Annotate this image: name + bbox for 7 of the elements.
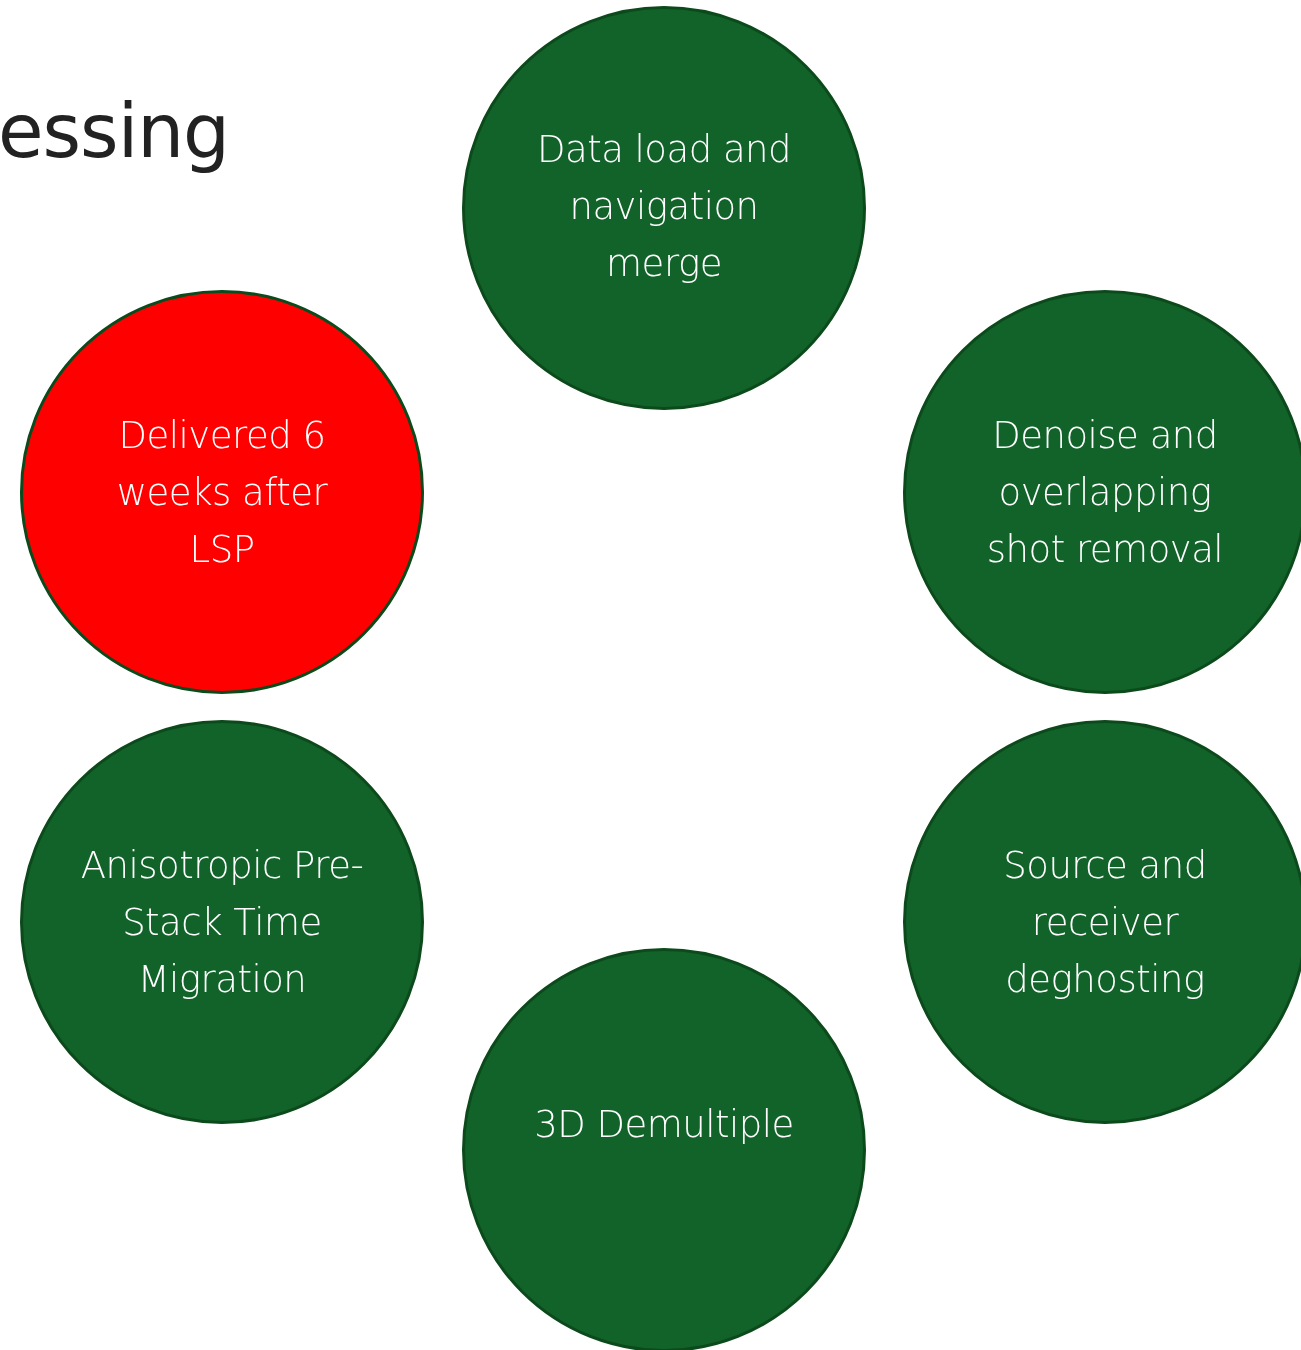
step-label: Delivered 6 weeks after LSP xyxy=(115,412,329,573)
step-label: Anisotropic Pre-Stack Time Migration xyxy=(79,842,365,1003)
title: essing xyxy=(0,88,230,174)
step-label: 3D Demultiple xyxy=(533,1101,795,1148)
step-label: Data load and navigation merge xyxy=(535,126,793,287)
step-label: Denoise and overlapping shot removal xyxy=(985,412,1225,573)
step-label: Source and receiver deghosting xyxy=(1002,842,1208,1003)
